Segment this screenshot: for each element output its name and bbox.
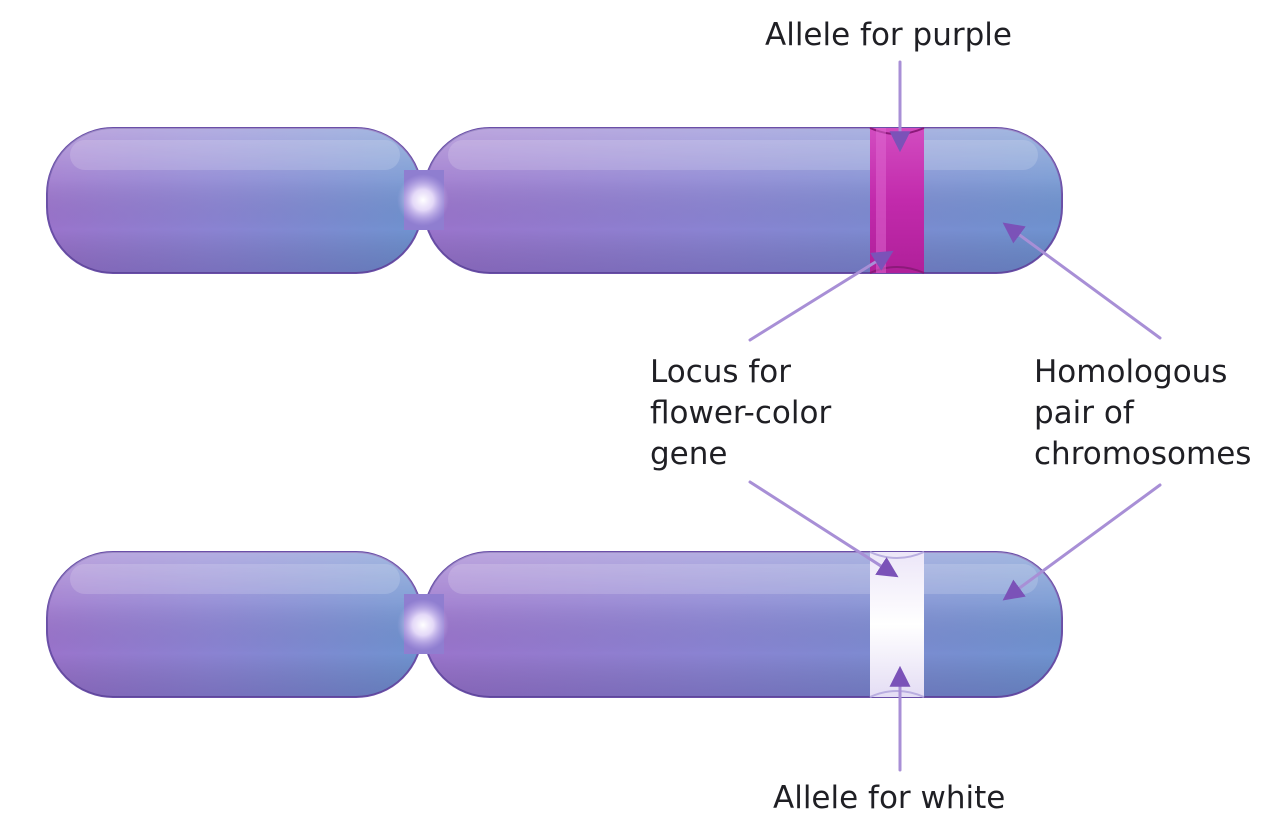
label-locus-line-1: Locus for (650, 354, 792, 390)
label-locus-line-2: flower-color (650, 395, 832, 431)
centromere-top (397, 174, 449, 226)
centromere-bottom (397, 599, 449, 651)
label-allele-purple-text: Allele for purple (765, 17, 1012, 53)
white-allele-band (869, 551, 925, 698)
label-allele-white: Allele for white (773, 778, 1005, 819)
label-homologous: Homologous pair of chromosomes (1034, 352, 1251, 475)
label-homologous-line-2: pair of (1034, 395, 1134, 431)
arrows (748, 60, 1162, 772)
purple-allele-band (869, 127, 925, 274)
label-allele-white-text: Allele for white (773, 780, 1006, 816)
label-homologous-line-1: Homologous (1034, 354, 1228, 390)
arrow-locus-top (748, 250, 894, 342)
chromosome-top (46, 127, 1063, 274)
arrow-homologous-bottom (1002, 483, 1162, 601)
chromosome-bottom (46, 551, 1063, 698)
label-locus-line-3: gene (650, 436, 728, 472)
label-homologous-line-3: chromosomes (1034, 436, 1252, 472)
arrow-homologous-top (1002, 222, 1162, 340)
arrow-locus-bottom (748, 480, 899, 578)
label-locus: Locus for flower-color gene (650, 352, 831, 475)
label-allele-purple: Allele for purple (765, 15, 1012, 56)
